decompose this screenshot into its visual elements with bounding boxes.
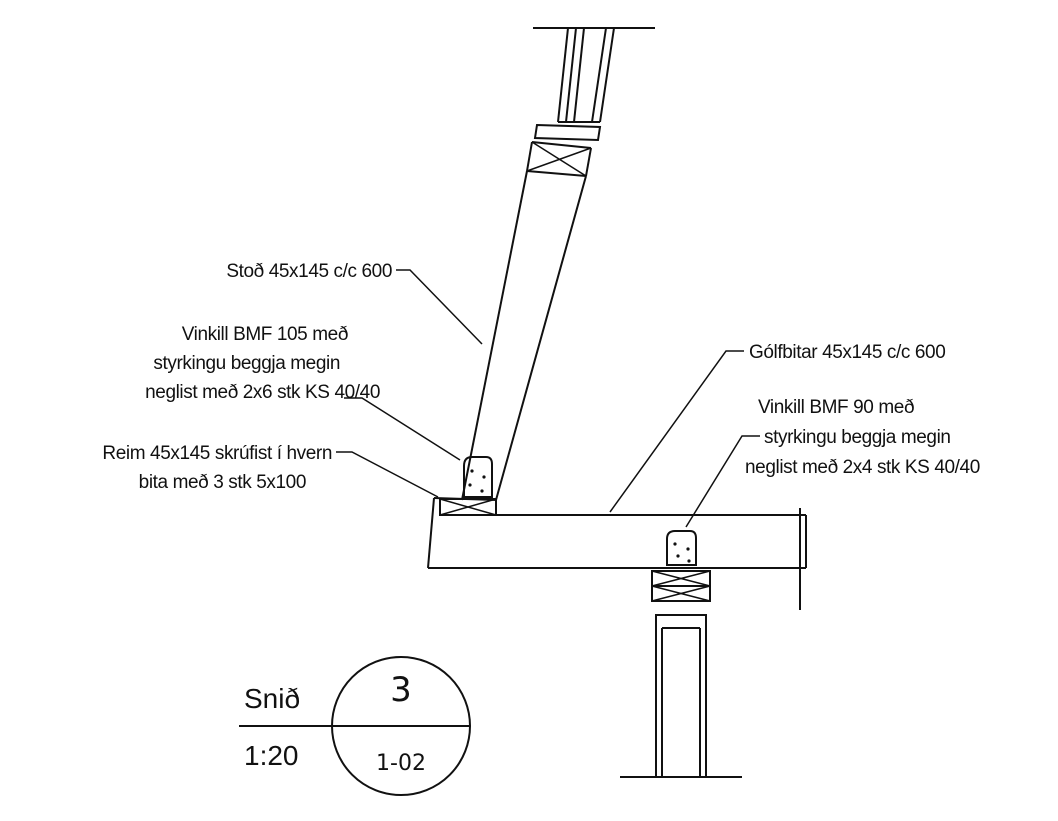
leader-lines — [336, 269, 760, 528]
label-golfbitar: Gólfbitar 45x145 c/c 600 — [749, 342, 945, 363]
support-column — [620, 614, 742, 778]
section-sheet: 1-02 — [376, 751, 426, 776]
label-vinkill105-line1: Vinkill BMF 105 með — [182, 324, 348, 345]
section-scale: 1:20 — [244, 740, 299, 771]
floor-joist — [427, 497, 807, 610]
section-name: Snið — [244, 683, 300, 714]
section-number: 3 — [390, 670, 412, 710]
upper-frame — [533, 27, 655, 142]
label-vinkill105-line3: neglist með 2x6 stk KS 40/40 — [145, 382, 380, 403]
label-reim-line2: bita með 3 stk 5x100 — [139, 472, 306, 493]
bearing-blocks — [651, 570, 711, 602]
angle-bracket-90 — [666, 530, 697, 566]
stud-post — [461, 141, 592, 501]
section-bubble — [331, 656, 471, 796]
label-stod: Stoð 45x145 c/c 600 — [226, 261, 392, 282]
label-reim-line1: Reim 45x145 skrúfist í hvern — [102, 443, 332, 464]
section-title-block: Snið 1:20 3 1-02 — [239, 656, 471, 796]
label-vinkill105-line2: styrkingu beggja megin — [153, 353, 340, 374]
label-vinkill90-line1: Vinkill BMF 90 með — [758, 397, 914, 418]
angle-bracket-105 — [463, 456, 493, 498]
label-vinkill90-line3: neglist með 2x4 stk KS 40/40 — [745, 457, 980, 478]
label-vinkill90-line2: styrkingu beggja megin — [764, 427, 951, 448]
